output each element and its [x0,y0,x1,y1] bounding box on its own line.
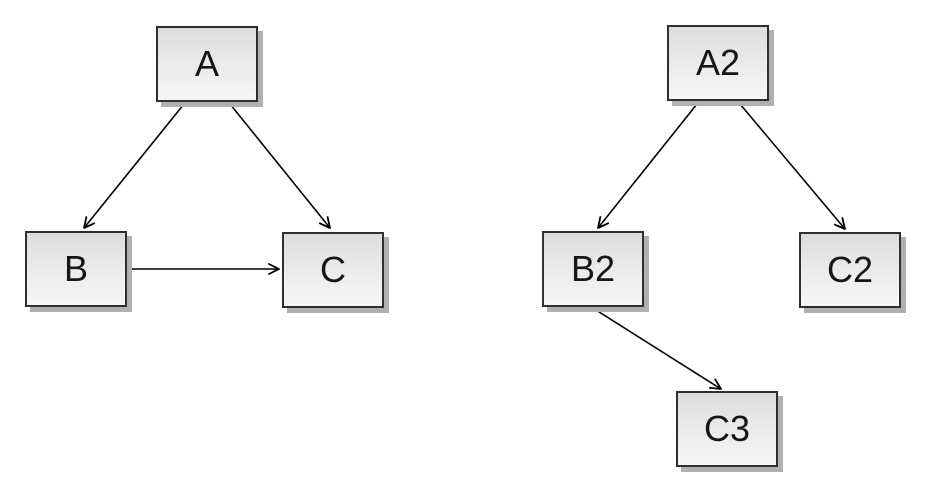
node-A2[interactable]: A2 [667,25,769,101]
node-C-label: C [320,249,346,290]
edge-B2-C3[interactable] [595,309,722,390]
node-C3-label: C3 [703,408,751,449]
node-B2[interactable]: B2 [542,231,644,307]
node-B2-label: B2 [570,248,616,289]
node-C3[interactable]: C3 [676,391,778,467]
node-C[interactable]: C [282,232,384,308]
node-A2-label: A2 [695,42,741,83]
edge-A-C[interactable] [229,103,331,229]
edge-A-B[interactable] [83,103,185,229]
edge-A2-C2[interactable] [739,103,846,230]
node-A[interactable]: A [156,26,258,102]
node-C2-label: C2 [826,249,874,290]
node-B-label: B [63,248,88,289]
node-C2[interactable]: C2 [799,232,901,308]
node-B[interactable]: B [25,231,127,307]
node-A-label: A [194,43,219,84]
edge-A2-B2[interactable] [597,103,698,229]
